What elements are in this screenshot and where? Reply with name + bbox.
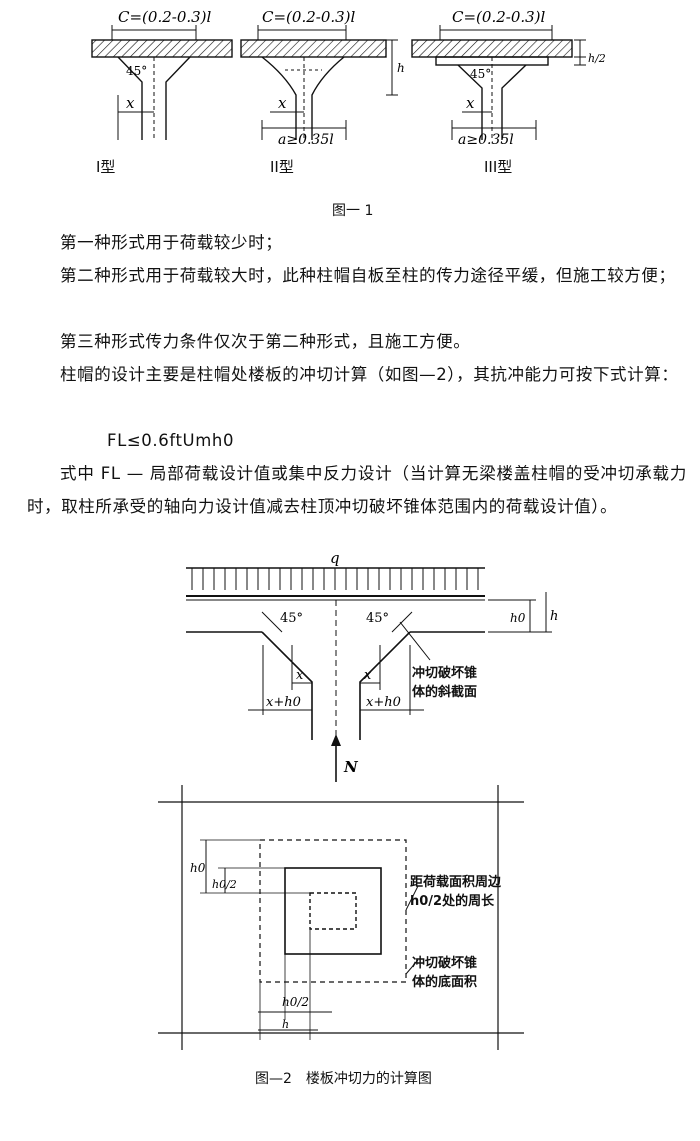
type-i-c-label: C=(0.2-0.3)l [118, 8, 212, 26]
h0-label: h0 [510, 611, 526, 625]
figure-2-caption: 图—2 楼板冲切力的计算图 [255, 1071, 432, 1087]
type-iii-angle-label: 45° [470, 67, 491, 81]
angle-left-label: 45° [280, 611, 303, 626]
x-right-label: x [364, 668, 372, 683]
type-i-angle-label: 45° [126, 64, 147, 78]
plan-bottom-h0-2-label: h0/2 [282, 995, 309, 1009]
type-iii-h2-label: h/2 [588, 52, 606, 65]
figure-1-drawing: C=(0.2-0.3)l C=(0.2-0.3)l C=(0.2-0.3)l 4… [91, 8, 606, 148]
plan-h0-label: h0 [190, 861, 206, 875]
axial-force-n-label: N [343, 758, 359, 776]
annotation-slope-section: 冲切破坏锥 体的斜截面 [412, 666, 478, 700]
figure-1-caption: 图一 1 [332, 203, 374, 219]
column-dimensions [248, 645, 424, 715]
type-i-x-label: x [126, 94, 135, 112]
type-i-label: I型 [96, 158, 116, 176]
distributed-load-q [186, 567, 485, 590]
paragraph-type-2: 第二种形式用于荷载较大时，此种柱帽自板至柱的传力途径平缓，但施工较方便； [60, 266, 676, 285]
type-ii-label: II型 [270, 158, 294, 176]
paragraph-design: 柱帽的设计主要是柱帽处楼板的冲切计算（如图—2），其抗冲能力可按下式计算： [60, 365, 679, 384]
plan-bottom-h-label: h [282, 1018, 289, 1031]
h-label: h [550, 609, 558, 624]
paragraph-type-3: 第三种形式传力条件仅次于第二种形式，且施工方便。 [60, 332, 471, 351]
annotation-perimeter: 距荷载面积周边 h0/2处的周长 [410, 875, 502, 909]
type-ii-h-label: h [397, 61, 405, 75]
type-ii-column-cap [240, 25, 398, 140]
type-i-column-cap [91, 25, 233, 140]
plan-view [158, 785, 524, 1050]
type-iii-c-label: C=(0.2-0.3)l [452, 8, 546, 26]
axial-force-arrow [331, 734, 341, 782]
type-ii-a-label: a≥0.35l [278, 132, 334, 148]
paragraph-type-1: 第一种形式用于荷载较少时； [60, 233, 283, 252]
formula: FL≤0.6ftUmh0 [107, 431, 235, 450]
plan-h0-2-label: h0/2 [212, 878, 237, 891]
slab-section [186, 595, 485, 745]
type-iii-a-label: a≥0.35l [458, 132, 514, 148]
type-ii-x-label: x [278, 94, 287, 112]
load-q-label: q [330, 550, 340, 567]
paragraph-definition: 式中 FL — 局部荷载设计值或集中反力设计（当计算无梁楼盖柱帽的受冲切承载力时… [27, 464, 687, 516]
figure-2-drawing: q 45° 45° h0 h x x x+h0 x+h0 N h0 h0/2 h… [158, 550, 558, 1050]
x-h0-right-label: x+h0 [366, 695, 401, 710]
type-iii-x-label: x [466, 94, 475, 112]
type-ii-c-label: C=(0.2-0.3)l [262, 8, 356, 26]
annotation-bottom-area: 冲切破坏锥 体的底面积 [412, 956, 478, 990]
x-h0-left-label: x+h0 [266, 695, 301, 710]
type-iii-label: III型 [484, 158, 513, 176]
x-left-label: x [296, 668, 304, 683]
type-iii-column-cap [411, 25, 586, 140]
angle-right-label: 45° [366, 611, 389, 626]
thickness-dimension [488, 592, 552, 633]
